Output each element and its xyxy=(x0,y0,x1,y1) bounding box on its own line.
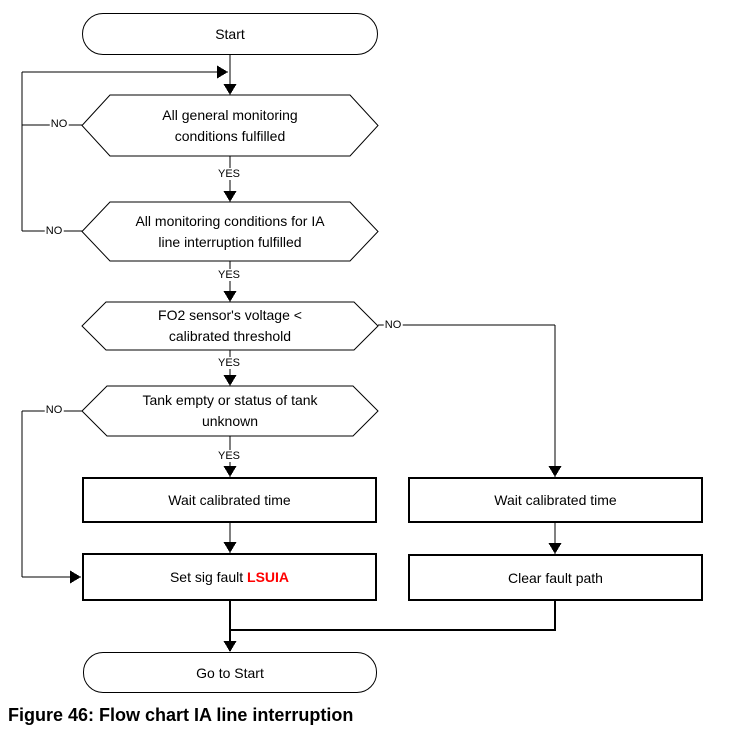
set-fault-text: Set sig fault LSUIA xyxy=(170,569,289,585)
arrowhead-down-icon xyxy=(223,84,237,95)
goto-start-node-label: Go to Start xyxy=(196,664,264,681)
arrowhead-down-icon xyxy=(548,543,562,554)
arrowhead-down-icon xyxy=(223,542,237,553)
decision-general-shape xyxy=(81,94,379,157)
yes-label-cond-general: YES xyxy=(216,168,242,180)
yes-label-cond-tank: YES xyxy=(216,450,242,462)
decision-fo2-label: FO2 sensor's voltage < calibrated thresh… xyxy=(158,307,302,344)
decision-tank-shape xyxy=(81,385,379,437)
set-fault-prefix: Set sig fault xyxy=(169,569,248,585)
no-label-cond-tank: NO xyxy=(44,404,64,416)
decision-tank-label: Tank empty or status of tank unknown xyxy=(142,392,318,429)
no-label-cond-fo2: NO xyxy=(383,319,403,331)
arrowhead-down-icon xyxy=(223,191,237,202)
decision-ia-label: All monitoring conditions for IA line in… xyxy=(135,212,325,250)
yes-label-cond-ia: YES xyxy=(216,269,242,281)
arrowhead-down-icon xyxy=(223,375,237,386)
decision-shapes xyxy=(81,94,379,437)
clear-fault-path-node: Clear fault path xyxy=(408,554,703,601)
arrowhead-down-icon xyxy=(223,641,237,652)
arrowhead-down-icon xyxy=(223,291,237,302)
arrowhead-right-icon xyxy=(70,570,81,584)
wait-calibrated-time-left-node: Wait calibrated time xyxy=(82,477,377,523)
start-node: Start xyxy=(82,13,378,55)
yes-label-cond-fo2: YES xyxy=(216,357,242,369)
clear-fault-label: Clear fault path xyxy=(508,569,603,586)
decision-general-label: All general monitoring conditions fulfil… xyxy=(162,106,298,144)
wait-right-label: Wait calibrated time xyxy=(494,492,617,508)
connector-lines-thick xyxy=(229,601,556,651)
set-sig-fault-node: Set sig fault LSUIA xyxy=(82,553,377,601)
wait-calibrated-time-right-node: Wait calibrated time xyxy=(408,477,703,523)
no-label-cond-general: NO xyxy=(49,118,69,130)
figure-caption: Figure 46: Flow chart IA line interrupti… xyxy=(8,705,354,725)
decision-ia-shape xyxy=(81,201,379,262)
wait-left-label: Wait calibrated time xyxy=(168,492,291,508)
arrowheads xyxy=(70,65,562,652)
arrowhead-down-icon xyxy=(223,466,237,477)
decision-fo2-shape xyxy=(81,301,379,351)
fault-code: LSUIA xyxy=(247,569,290,585)
goto-start-node: Go to Start xyxy=(83,652,377,693)
arrowhead-down-icon xyxy=(548,466,562,477)
start-node-label: Start xyxy=(215,26,245,42)
no-label-cond-ia: NO xyxy=(44,225,64,237)
arrowhead-right-icon xyxy=(217,65,228,79)
